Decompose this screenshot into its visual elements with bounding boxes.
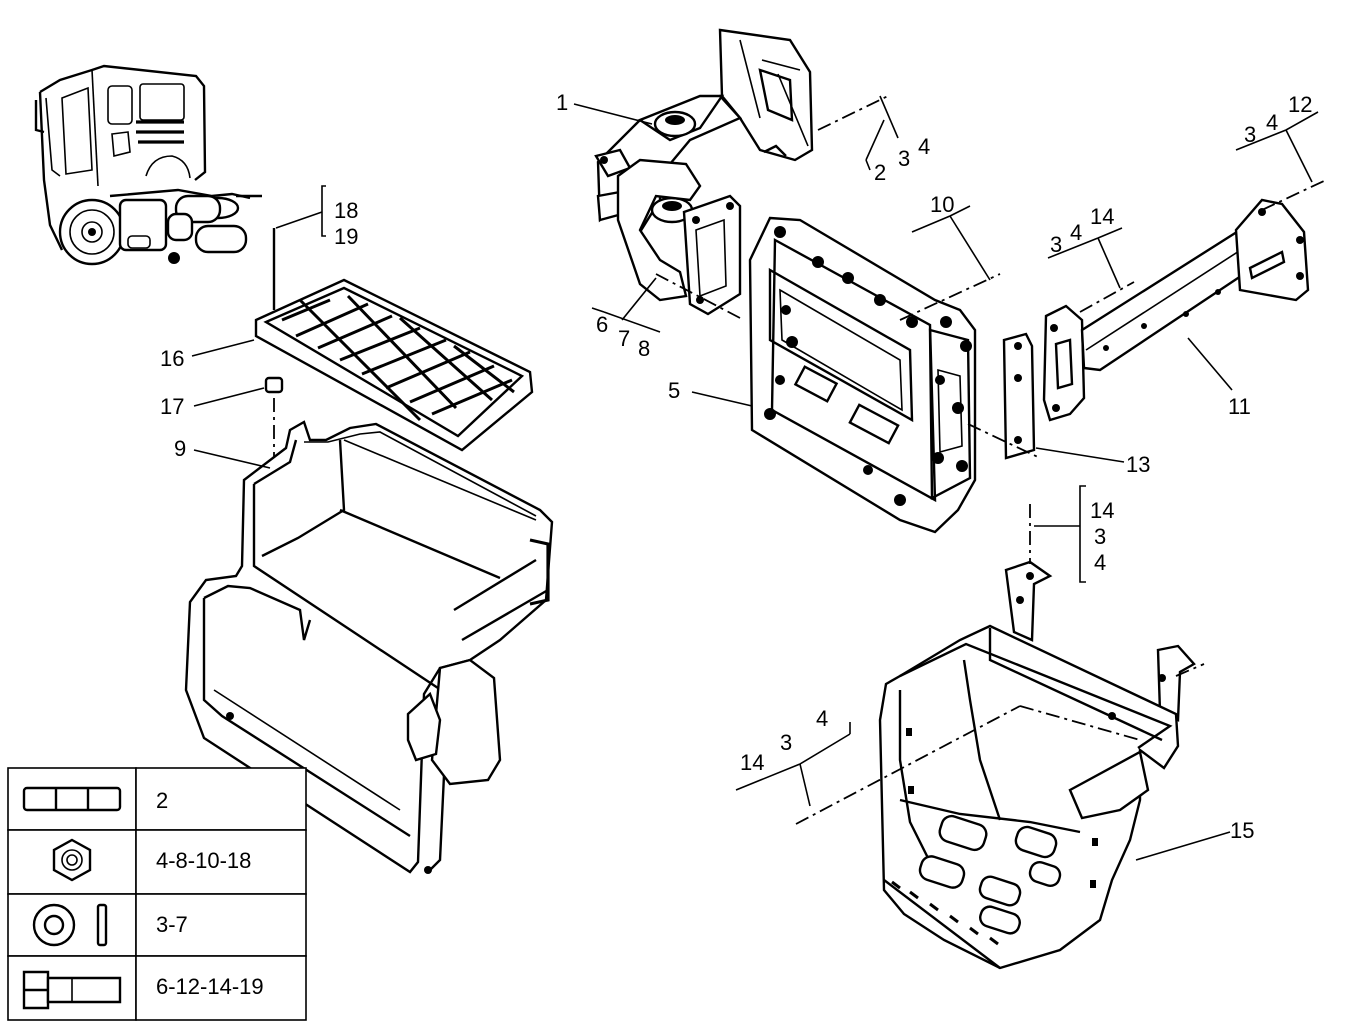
callout-labels: 1 5 9 11 13 15 16 17 2 3 4 6 7 8 10 3 4 … — [160, 90, 1312, 843]
group-left-7: 7 — [618, 326, 630, 351]
callout-13: 13 — [1126, 452, 1150, 477]
group-low-14: 14 — [740, 750, 764, 775]
legend-label-bolt: 6-12-14-19 — [156, 974, 264, 999]
legend-label-spacer: 2 — [156, 788, 168, 813]
group-vert-14: 14 — [1090, 498, 1114, 523]
group-left-8: 8 — [638, 336, 650, 361]
group-vert-4: 4 — [1094, 550, 1106, 575]
callout-5: 5 — [668, 378, 680, 403]
frame-bracket-part-1 — [594, 28, 814, 316]
legend-label-nut: 4-8-10-18 — [156, 848, 251, 873]
legend-label-washer: 3-7 — [156, 912, 188, 937]
lower-step-part-15 — [878, 560, 1196, 970]
callout-1: 1 — [556, 90, 568, 115]
group-mid-4: 4 — [1070, 220, 1082, 245]
grating-step-part-16 — [254, 278, 534, 452]
leader-lines — [191, 95, 1319, 861]
group-vert-3: 3 — [1094, 524, 1106, 549]
callout-11: 11 — [1228, 394, 1251, 419]
group-right-3: 3 — [1244, 122, 1256, 147]
mounting-plate-part-5 — [748, 216, 977, 534]
group-18: 18 — [334, 198, 358, 223]
spacer-icon — [22, 786, 122, 812]
callout-17: 17 — [160, 394, 184, 419]
support-arm-part-11 — [1042, 198, 1310, 422]
group-left-6: 6 — [596, 312, 608, 337]
hex-nut-icon — [52, 838, 92, 882]
group-low-3: 3 — [780, 730, 792, 755]
group-top-3: 3 — [898, 146, 910, 171]
group-10: 10 — [930, 192, 954, 217]
callout-15: 15 — [1230, 818, 1254, 843]
assembly-axis-lines — [655, 95, 1327, 825]
spacer-plate-part-13 — [1002, 332, 1036, 460]
group-mid-14: 14 — [1090, 204, 1114, 229]
step-box-part-9 — [184, 420, 554, 874]
group-19: 19 — [334, 224, 358, 249]
fastener-legend-table: 2 4-8-10-18 3-7 6-12-14-19 — [7, 767, 307, 1021]
group-right-4: 4 — [1266, 110, 1278, 135]
callout-9: 9 — [174, 436, 186, 461]
group-low-4: 4 — [816, 706, 828, 731]
group-mid-3: 3 — [1050, 232, 1062, 257]
callout-16: 16 — [160, 346, 184, 371]
truck-location-thumbnail — [34, 64, 262, 266]
bolt-icon — [22, 970, 122, 1010]
group-top-4: 4 — [918, 134, 930, 159]
group-top-2: 2 — [874, 160, 886, 185]
washer-icon — [32, 903, 108, 947]
group-right-12: 12 — [1288, 92, 1312, 117]
